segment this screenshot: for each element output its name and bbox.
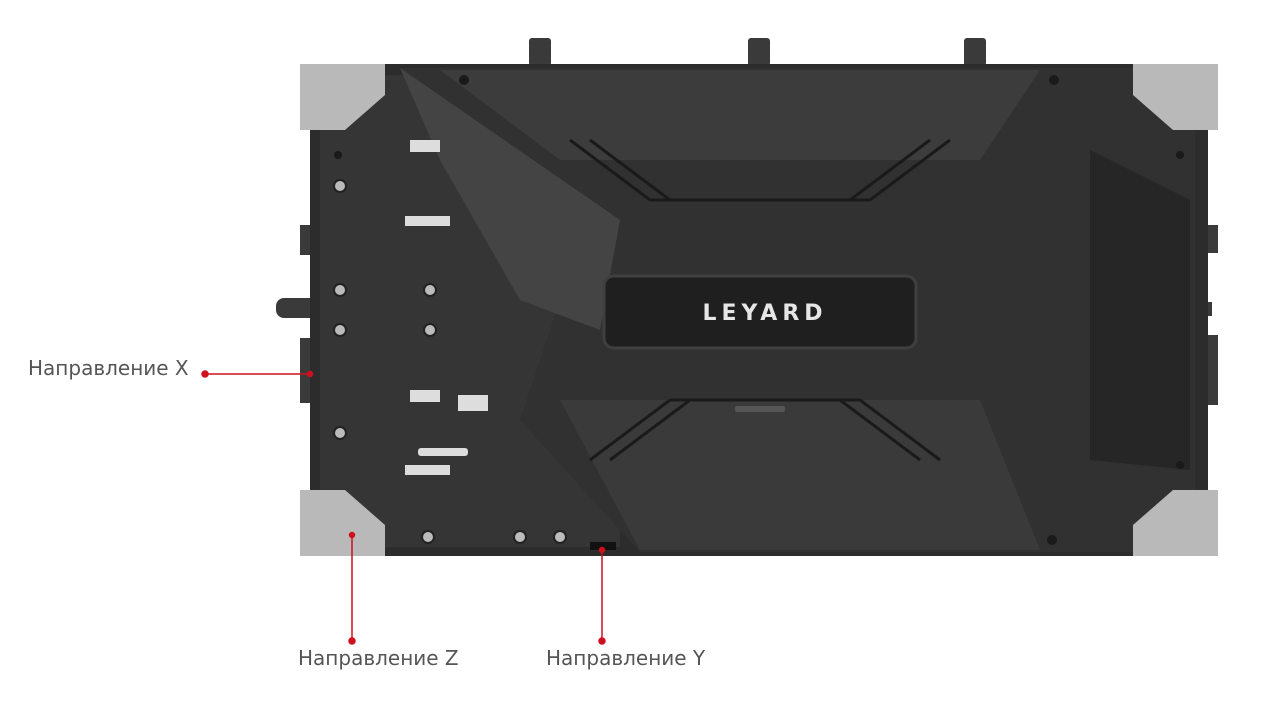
module-connectors <box>405 140 488 475</box>
direction-z-label: Направление Z <box>298 646 459 670</box>
direction-y-label: Направление Y <box>546 646 706 670</box>
direction-x-label: Направление X <box>28 356 189 380</box>
brand-logo: LEYARD <box>702 301 827 326</box>
corner-plates <box>300 64 1218 556</box>
screws <box>333 179 567 544</box>
top-mount-tabs <box>529 38 986 66</box>
vent-grilles <box>569 138 951 462</box>
annotation-lines <box>201 370 606 645</box>
logo-plate <box>602 274 918 350</box>
